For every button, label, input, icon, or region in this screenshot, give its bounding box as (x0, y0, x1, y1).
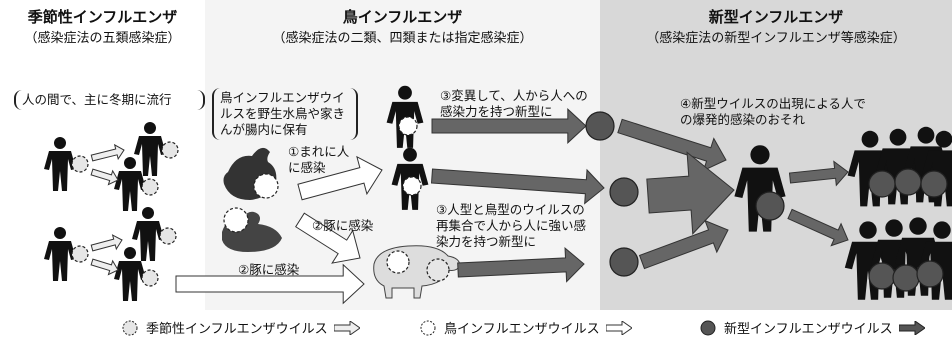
transmission-arrow (90, 234, 123, 252)
transmission-arrow (297, 155, 383, 201)
pandemic-virus-icon (609, 177, 639, 207)
seasonal-virus-icon (426, 258, 450, 282)
transmission-arrow (175, 263, 365, 305)
pandemic-virus-icon (585, 111, 615, 141)
transmission-arrow (788, 160, 849, 187)
person-icon (844, 221, 892, 300)
transmission-arrow (430, 168, 605, 205)
person-icon (734, 145, 786, 232)
note-pig1: ②豚に感染 (312, 218, 374, 233)
person-icon (114, 157, 146, 211)
pandemic-virus-icon (892, 264, 920, 292)
person-icon (870, 219, 918, 298)
person-icon (894, 217, 942, 296)
column-title-bird: 鳥インフルエンザ (342, 8, 463, 26)
person-icon (44, 227, 76, 281)
note-reassort: ③人型と鳥型のウイルスの再集合で人から人に強い感染力を持つ新型に (436, 202, 587, 249)
note-pig2: ②豚に感染 (238, 262, 300, 277)
bird-virus-icon (386, 250, 410, 274)
pandemic-virus-icon (868, 170, 896, 198)
legend-item-seasonal: 季節性インフルエンザウイルス (120, 318, 360, 337)
person-icon (386, 85, 424, 148)
arrow-icon (605, 320, 632, 335)
column-subtitle-pandemic: （感染症法の新型インフルエンザ等感染症） (646, 31, 906, 46)
transmission-arrow (90, 258, 119, 276)
pandemic-virus-icon (700, 320, 716, 335)
transmission-arrow (617, 118, 727, 172)
column-header-seasonal: 季節性インフルエンザ （感染症法の五類感染症） (0, 6, 205, 50)
pandemic-virus-icon (609, 247, 639, 277)
column-header-bird: 鳥インフルエンザ （感染症法の二類、四類または指定感染症） (205, 6, 600, 50)
pandemic-virus-icon (894, 168, 922, 196)
note-mutation: ③変異して、人から人への感染力を持つ新型に (440, 88, 588, 119)
person-icon (44, 137, 76, 191)
column-subtitle-bird: （感染症法の二類、四類または指定感染症） (272, 31, 533, 46)
transmission-arrow (90, 143, 125, 162)
bird-virus-icon (398, 116, 418, 136)
column-title-seasonal: 季節性インフルエンザ (27, 8, 178, 26)
note-seasonal: 人の間で、主に冬期に流行 (14, 90, 205, 110)
diagram-artwork (44, 85, 952, 305)
transmission-arrow (295, 212, 361, 264)
person-icon (132, 207, 164, 261)
arrow-icon (333, 320, 360, 335)
seasonal-virus-icon (122, 320, 138, 335)
legend: 季節性インフルエンザウイルス 鳥インフルエンザウイルス 新型インフルエンザウイル… (0, 312, 952, 340)
note-bird-host: 鳥インフルエンザウイルスを野生水鳥や家きんが腸内に保有 (212, 88, 358, 140)
transmission-arrow (457, 246, 585, 283)
column-subtitle-seasonal: （感染症法の五類感染症） (24, 31, 181, 46)
person-icon (134, 122, 166, 176)
transmission-arrow (431, 108, 587, 144)
bird-virus-icon (420, 320, 436, 335)
pandemic-virus-icon (755, 191, 785, 221)
legend-label-bird: 鳥インフルエンザウイルス (444, 322, 600, 337)
seasonal-virus-icon (71, 155, 89, 173)
seasonal-virus-icon (141, 178, 159, 196)
person-icon (114, 247, 146, 301)
legend-label-seasonal: 季節性インフルエンザウイルス (146, 322, 328, 337)
pandemic-virus-icon (868, 262, 896, 290)
arrow-icon (898, 320, 925, 335)
transmission-arrow (90, 168, 119, 186)
column-title-pandemic: 新型インフルエンザ (708, 8, 844, 26)
pandemic-virus-icon (920, 170, 948, 198)
pandemic-virus-icon (916, 260, 944, 288)
transmission-arrow (638, 219, 729, 270)
note-rare-human: ①まれに人に感染 (288, 144, 350, 175)
column-header-pandemic: 新型インフルエンザ （感染症法の新型インフルエンザ等感染症） (600, 6, 952, 50)
legend-item-pandemic: 新型インフルエンザウイルス (698, 318, 925, 337)
seasonal-virus-icon (71, 245, 89, 263)
seasonal-virus-icon (161, 141, 179, 159)
seasonal-virus-icon (141, 269, 159, 287)
bird-virus-icon (253, 173, 279, 199)
seasonal-virus-icon (159, 227, 177, 245)
transmission-arrow (646, 151, 735, 235)
transmission-arrow (787, 208, 849, 247)
note-pandemic: ④新型ウイルスの出現による人での爆発的感染のおそれ (680, 96, 866, 127)
bird-virus-icon (402, 176, 422, 196)
legend-label-pandemic: 新型インフルエンザウイルス (724, 322, 893, 337)
legend-item-bird: 鳥インフルエンザウイルス (418, 318, 632, 337)
bird-virus-icon (223, 207, 249, 233)
